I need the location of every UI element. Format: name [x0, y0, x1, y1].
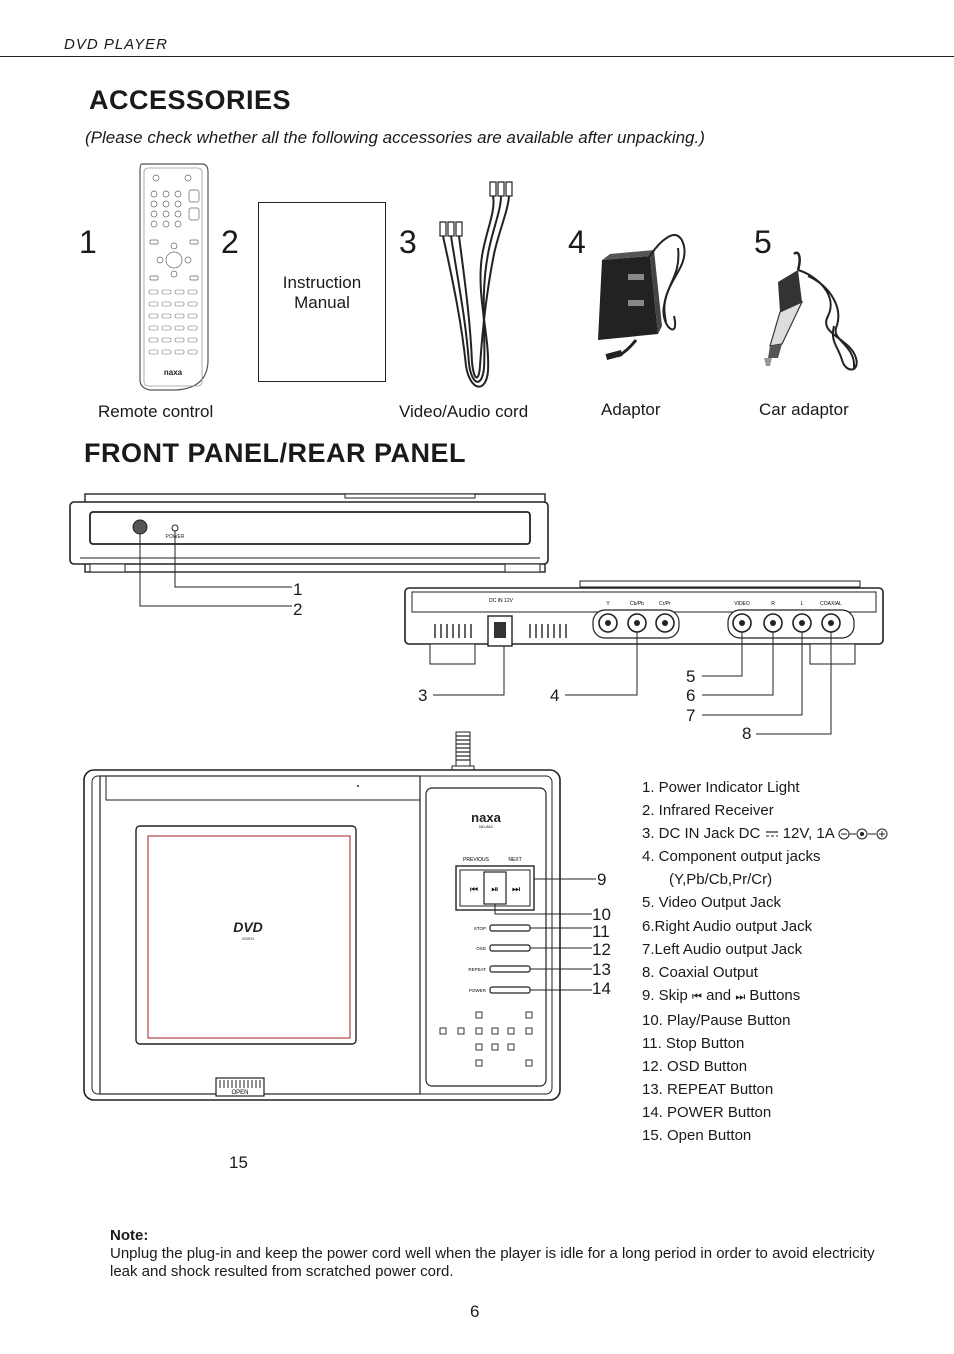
rear-l-label: L: [801, 601, 804, 607]
callout-3: 3: [418, 686, 428, 705]
instruction-manual-image: Instruction Manual: [258, 202, 386, 382]
feature-item-5: 5. Video Output Jack: [642, 894, 781, 912]
feature-item-14: 14. POWER Button: [642, 1104, 772, 1122]
callout-6: 6: [686, 686, 696, 705]
front-panel-image: POWER: [69, 493, 549, 607]
top-power-label: POWER: [469, 988, 487, 993]
feature-item-4: 4. Component output jacks: [642, 848, 821, 866]
feature-item-3-rating: 12V, 1A: [782, 825, 834, 843]
callout-9: 9: [597, 870, 607, 889]
feature-list: 1. Power Indicator Light 2. Infrared Rec…: [642, 776, 890, 1148]
note-body: Unplug the plug-in and keep the power co…: [110, 1245, 875, 1280]
caption-adaptor: Adaptor: [601, 400, 661, 419]
feature-item-1: 1. Power Indicator Light: [642, 779, 800, 796]
rear-crpr-label: Cr/Pr: [659, 601, 671, 607]
top-repeat-label: REPEAT: [468, 967, 486, 972]
adaptor-image: [598, 234, 686, 360]
feature-item-15: 15. Open Button: [642, 1127, 752, 1145]
remote-brand: naxa: [164, 368, 183, 377]
callout-5: 5: [686, 667, 696, 686]
feature-item-3: 3. DC IN Jack DC 12V, 1A: [642, 822, 890, 845]
rear-video-label: VIDEO: [734, 601, 750, 607]
car-adaptor-image: [764, 251, 858, 371]
top-open-label: OPEN: [231, 1090, 248, 1096]
top-view-image: DVD VIDEO naxa ND-842 PREVIOUS NEXT ⏮ ⏯ …: [83, 731, 596, 1101]
rear-cbpb-label: Cb/Pb: [630, 601, 644, 607]
prev-button-icon: ⏮: [470, 884, 478, 894]
note-title: Note:: [110, 1227, 149, 1244]
top-brand: naxa: [471, 810, 501, 825]
dc-symbol-icon: [765, 831, 778, 837]
manual-label-line2: Manual: [294, 293, 350, 312]
skip-forward-icon: ⏭: [735, 990, 746, 1003]
caption-remote-control: Remote control: [98, 402, 214, 421]
feature-item-10: 10. Play/Pause Button: [642, 1011, 791, 1029]
running-header: DVD PLAYER: [64, 36, 168, 53]
feature-item-13: 13. REPEAT Button: [642, 1081, 774, 1099]
accessories-title: ACCESSORIES: [89, 85, 292, 115]
item-number-3: 3: [399, 224, 417, 260]
feature-item-8: 8. Coaxial Output: [642, 963, 758, 981]
rear-coaxial-label: COAXIAL: [820, 601, 842, 607]
top-stop-label: STOP: [474, 926, 486, 931]
item-number-2: 2: [221, 224, 239, 260]
feature-item-9-and: and: [706, 986, 732, 1004]
callout-2: 2: [293, 600, 303, 619]
callout-13: 13: [592, 960, 611, 979]
feature-item-3-text: 3. DC IN Jack DC: [642, 825, 761, 843]
remote-control-image: naxa: [139, 163, 209, 391]
panels-title: FRONT PANEL/REAR PANEL: [84, 438, 466, 468]
callout-12: 12: [592, 940, 611, 959]
item-number-5: 5: [754, 224, 772, 260]
rear-panel-image: DC IN 12V Y Cb/Pb Cr/Pr VIDEO R L COAXIA…: [404, 580, 884, 735]
rear-y-label: Y: [606, 601, 610, 607]
callout-11: 11: [592, 922, 610, 941]
feature-item-4-detail: (Y,Pb/Cb,Pr/Cr): [669, 871, 773, 889]
feature-item-7: 7.Left Audio output Jack: [642, 940, 803, 958]
top-previous-label: PREVIOUS: [463, 857, 490, 863]
rear-dc-in-label: DC IN 12V: [489, 598, 514, 604]
dvd-logo: DVD: [233, 919, 263, 935]
feature-item-2: 2. Infrared Receiver: [642, 802, 774, 820]
top-osd-label: OSD: [476, 946, 487, 951]
feature-item-11: 11. Stop Button: [642, 1035, 745, 1053]
header-rule: [0, 56, 954, 57]
item-number-4: 4: [568, 224, 586, 260]
callout-7: 7: [686, 706, 696, 725]
top-model: ND-842: [479, 824, 494, 829]
feature-item-12: 12. OSD Button: [642, 1058, 748, 1076]
callout-1: 1: [293, 580, 303, 599]
page-number: 6: [470, 1302, 480, 1321]
video-audio-cord-image: [439, 181, 513, 388]
callout-10: 10: [592, 905, 611, 924]
item-number-1: 1: [79, 224, 97, 260]
caption-car-adaptor: Car adaptor: [759, 400, 849, 419]
skip-back-icon: ⏮: [692, 990, 702, 1003]
next-button-icon: ⏭: [512, 884, 520, 894]
callout-8: 8: [742, 724, 752, 743]
dvd-video-label: VIDEO: [242, 936, 254, 941]
polarity-icon: [838, 828, 888, 840]
feature-item-9-text: 9. Skip: [642, 986, 688, 1004]
feature-item-9: 9. Skip ⏮ and ⏭ Buttons: [642, 984, 890, 1009]
callout-15: 15: [229, 1153, 248, 1172]
manual-label-line1: Instruction: [282, 273, 362, 292]
top-next-label: NEXT: [508, 857, 521, 863]
feature-item-9-tail: Buttons: [749, 986, 801, 1004]
rear-r-label: R: [771, 601, 775, 607]
feature-item-6: 6.Right Audio output Jack: [642, 917, 813, 935]
caption-video-audio-cord: Video/Audio cord: [399, 402, 529, 421]
accessories-subtitle: (Please check whether all the following …: [85, 128, 705, 147]
callout-4: 4: [550, 686, 560, 705]
callout-14: 14: [592, 979, 611, 998]
play-pause-button-icon: ⏯: [491, 884, 498, 894]
